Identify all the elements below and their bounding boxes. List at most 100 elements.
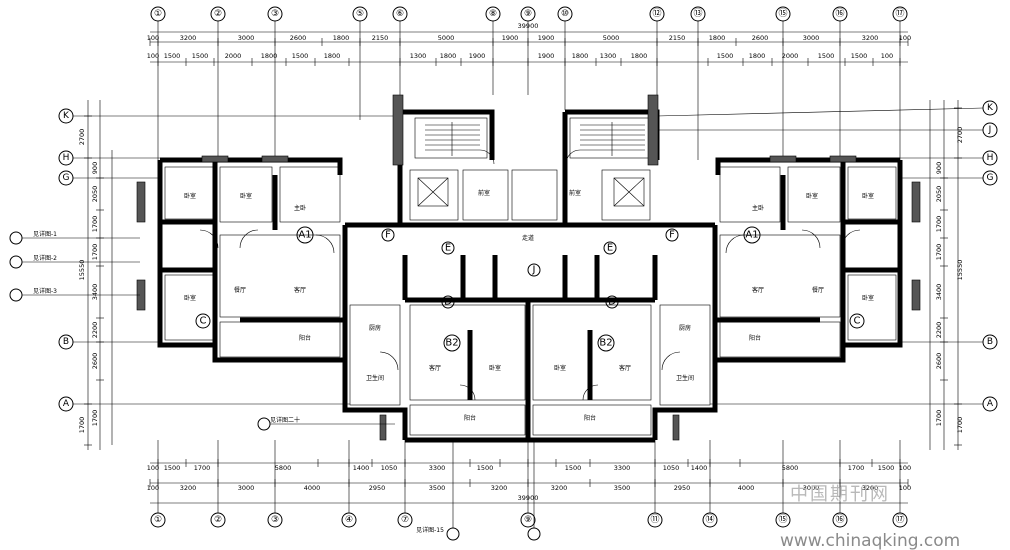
dim-text: 4000 [304,484,321,492]
axis-bubble-top-6: ⑥ [392,6,408,22]
dim-text: 1400 [353,464,370,472]
unit-label: B2 [445,338,458,349]
dim-text: 15550 [956,260,964,281]
unit-marker-f-2: F [665,228,679,242]
dim-text: 2700 [956,127,964,144]
row-bubble-left-B: B [58,334,74,350]
vertical-grid-lines [157,21,901,513]
callout-left-1: 见详图-1 [9,230,140,245]
axis-label: ⑩ [561,9,569,19]
callout-text: 见详图-15 [416,526,444,534]
axis-bubble-top-16: ⑯ [832,6,848,22]
row-bubble-right-G: G [982,170,998,186]
dim-text: 15550 [78,260,86,281]
axis-bubble-top-1: ① [150,6,166,22]
dim-text: 3200 [180,484,197,492]
dim-text: 2000 [782,52,799,60]
unit-label: A1 [298,230,311,241]
dim-text: 1500 [717,52,734,60]
unit-label: F [669,230,675,241]
row-bubble-left-A: A [58,396,74,412]
row-axis-markers-right: K J H G B A [982,100,998,412]
dim-text: 900 [935,162,943,174]
dim-text: 1400 [691,464,708,472]
row-bubble-right-A: A [982,396,998,412]
row-bubble-left-G: G [58,170,74,186]
unit-marker-a1-right: A1 [743,226,761,244]
dim-text: 100 [899,34,911,42]
room-name: 卫生间 [366,374,384,382]
axis-label: ⑦ [401,515,409,525]
row-label: K [63,111,70,121]
row-label: G [63,173,70,183]
callout-text: 见详图-2 [33,254,57,262]
dim-text: 5800 [782,464,799,472]
watermark-cn: 中国期刊网 [790,484,890,505]
row-label: B [63,337,69,347]
axis-label: ① [154,515,162,525]
unit-marker-c-right: C [849,313,865,329]
room-name: 主卧 [294,204,306,212]
stair-left [425,122,480,156]
axis-bubble-bot-14: ⑭ [702,512,718,528]
right-dimension-chains: 2700 15550 1700 900 2050 1700 1700 3400 … [929,100,964,450]
room-name: 卧室 [184,192,196,200]
axis-label: ⑤ [356,9,364,19]
room-name: 阳台 [749,334,761,342]
room-name: 客厅 [619,364,631,372]
callout-bottom-2: 见详图-15 [416,440,460,541]
dim-text: 3400 [935,284,943,301]
axis-bubble-bot-2: ② [210,512,226,528]
dim-text: 1500 [164,52,181,60]
room-name: 阳台 [584,414,596,422]
dim-text: 3000 [238,34,255,42]
window-fills [136,94,921,441]
dim-text: 1900 [469,52,486,60]
dim-text: 1700 [935,410,943,427]
elevator-left [417,177,449,207]
row-axis-markers-left: K H G B A [58,108,74,412]
unit-labels: A1 A1 B2 B2 C C D D E E F F J [195,226,865,352]
axis-bubble-bot-3: ③ [267,512,283,528]
row-label: G [987,173,994,183]
axis-label: ⑰ [895,514,904,525]
room-name: 主卧 [752,204,764,212]
dim-text: 2600 [290,34,307,42]
dim-text: 1300 [600,52,617,60]
top-axis-markers: ① ② ③ ⑤ ⑥ ⑧ ⑨ ⑩ ⑫ ⑬ ⑮ ⑯ ⑰ [150,6,908,22]
watermark-en: www.chinaqking.com [780,531,960,550]
room-name: 厨房 [369,324,381,332]
dim-text: 1700 [91,216,99,233]
room-name: 前室 [569,189,581,197]
unit-label: F [385,230,391,241]
left-dimension-chains: 2700 15550 1700 900 2050 1700 1700 3400 … [78,100,113,450]
dim-text: 100 [899,464,911,472]
dim-text: 1500 [292,52,309,60]
callout-text: 见详图-1 [33,230,57,238]
row-label: H [63,153,70,163]
axis-label: ⑨ [524,515,532,525]
room-name: 客厅 [294,286,306,294]
dim-text: 2600 [752,34,769,42]
dim-text: 3200 [862,484,879,492]
axis-bubble-bot-1: ① [150,512,166,528]
row-label: B [987,337,993,347]
dim-text: 2050 [935,186,943,203]
top-dimension-row-2: 100 1500 1500 2000 1800 1500 1800 1300 1… [147,52,908,66]
callout-bottom-1: 见详图二十 [257,416,395,431]
axis-label: ③ [271,515,279,525]
room-name: 阳台 [299,334,311,342]
dim-text: 1900 [502,34,519,42]
axis-bubble-bot-9: ⑨ [520,512,536,528]
unit-marker-a1-left: A1 [296,226,314,244]
axis-label: ① [154,9,162,19]
left-callouts: 见详图-1 见详图-2 见详图-3 [9,230,140,302]
row-bubble-left-K: K [58,108,74,124]
dim-text: 2950 [674,484,691,492]
room-name: 卧室 [806,192,818,200]
dim-text: 1500 [818,52,835,60]
axis-label: ⑯ [835,8,844,19]
axis-label: ② [214,9,222,19]
axis-label: ⑮ [778,514,787,525]
